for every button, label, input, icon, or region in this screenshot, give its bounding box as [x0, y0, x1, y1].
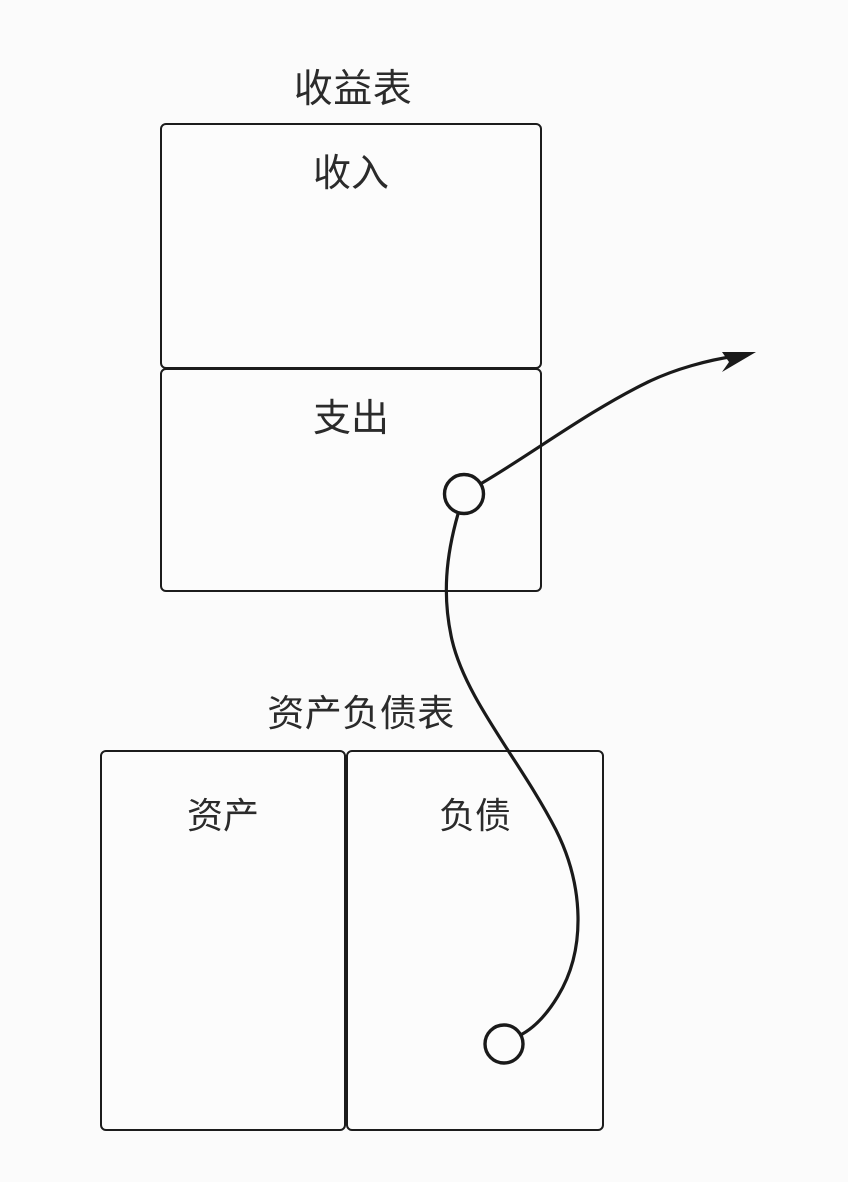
expenses-box-label: 支出 [312, 398, 389, 440]
liabilities-box[interactable]: 负债 [346, 750, 604, 1131]
revenue-box[interactable]: 收入 [160, 123, 542, 369]
assets-box[interactable]: 资产 [100, 750, 346, 1131]
income-statement-title: 收益表 [293, 68, 413, 111]
balance-sheet-title: 资产负债表 [267, 693, 455, 734]
assets-box-label: 资产 [186, 795, 259, 836]
revenue-box-label: 收入 [312, 153, 389, 195]
flow-arrowhead-icon [722, 352, 756, 372]
liabilities-box-label: 负债 [438, 795, 511, 836]
expenses-box[interactable]: 支出 [160, 368, 542, 592]
